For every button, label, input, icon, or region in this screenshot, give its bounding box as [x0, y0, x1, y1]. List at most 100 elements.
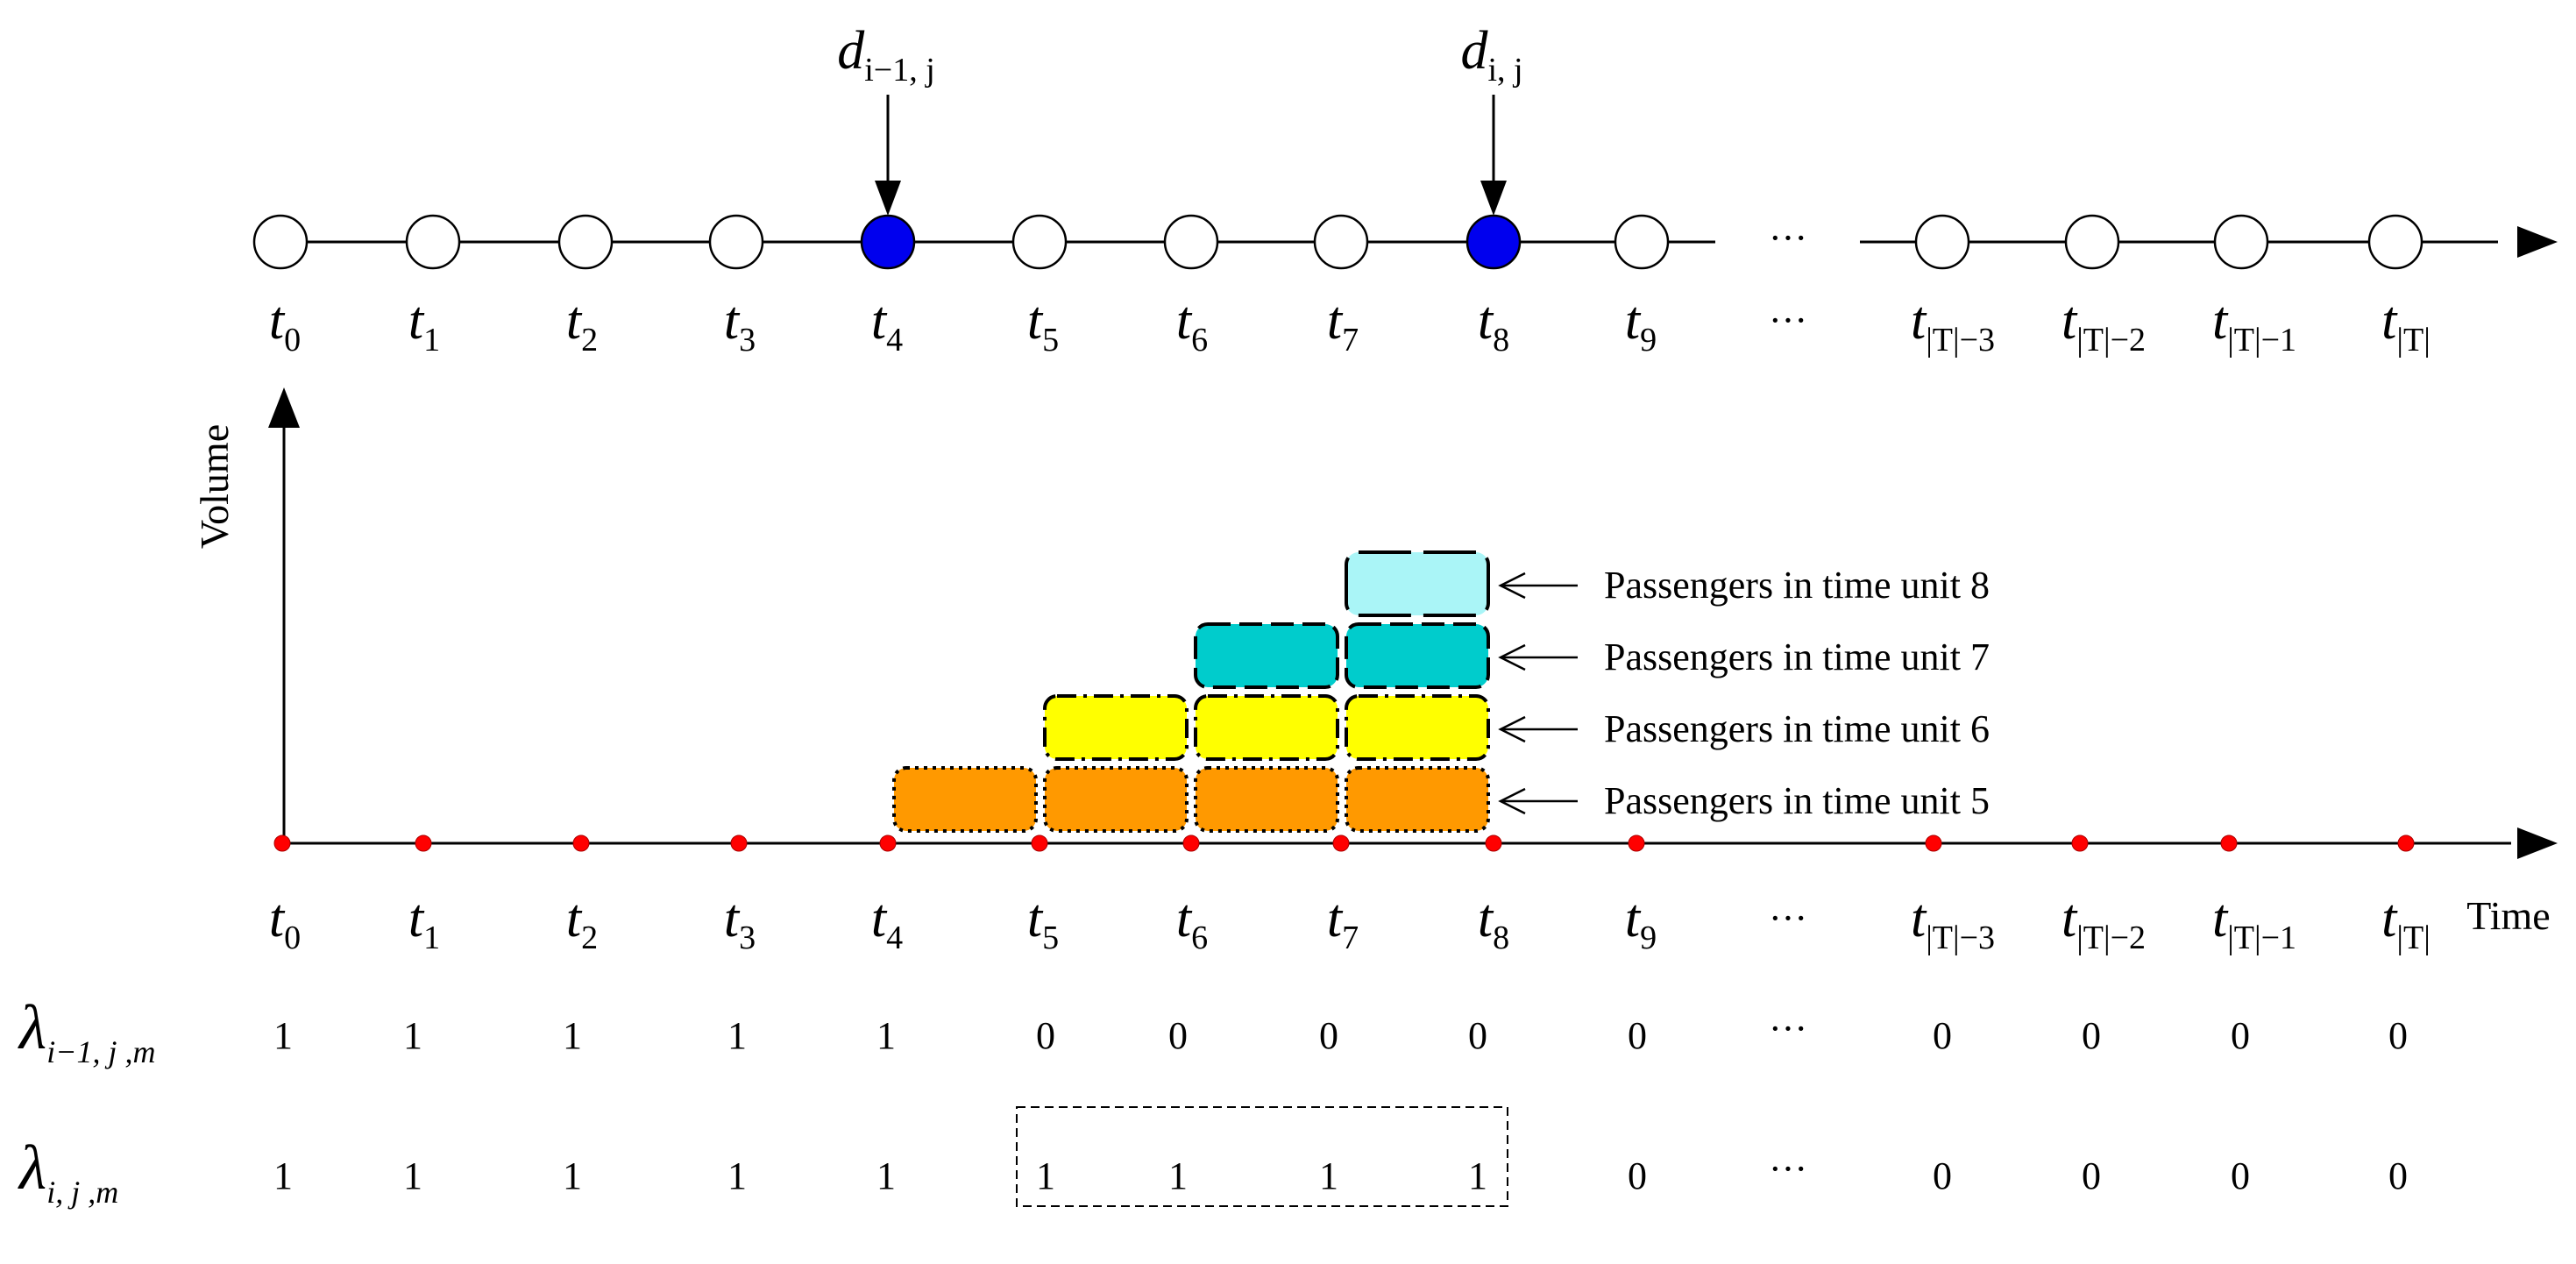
y-axis-label: Volume	[192, 424, 237, 549]
legend-label: Passengers in time unit 5	[1604, 779, 1990, 822]
time-point-dot	[572, 834, 590, 852]
top-time-label: t0	[269, 291, 301, 359]
x-axis-tick-label: t6	[1176, 889, 1208, 956]
time-point-dot	[1485, 834, 1502, 852]
passenger-block	[1194, 622, 1339, 689]
legend-arrowhead	[1498, 715, 1526, 743]
top-node	[405, 214, 461, 270]
lambda-value: 0	[1168, 1014, 1188, 1057]
top-time-label: t3	[724, 291, 756, 359]
lambda-value: 1	[727, 1154, 747, 1197]
lambda-value: 1	[273, 1154, 293, 1197]
top-node	[252, 214, 309, 270]
top-time-label: t|T|−3	[1911, 291, 1995, 359]
lambda-value: 0	[1628, 1014, 1647, 1057]
lambda-value: 1	[563, 1154, 582, 1197]
passenger-legend: Passengers in time unit 5 Passengers in t…	[1498, 564, 1990, 822]
x-axis-label: Time	[2466, 893, 2550, 938]
y-axis-arrowhead	[268, 387, 300, 428]
x-axis-tick-label: t4	[871, 889, 903, 956]
lambda-value: 0	[1319, 1014, 1338, 1057]
lambda-value: 0	[1036, 1014, 1055, 1057]
passenger-blocks	[892, 550, 1490, 833]
top-timeline-nodes	[252, 214, 2423, 270]
time-point-dots	[273, 834, 2415, 852]
top-time-label: t7	[1327, 291, 1359, 359]
x-axis-tick-label: t5	[1027, 889, 1059, 956]
x-axis-tick-label: t7	[1327, 889, 1359, 956]
departure-markers: di−1, j di, j	[837, 21, 1523, 216]
top-time-label: t5	[1027, 291, 1059, 359]
lambda-value: 1	[1036, 1154, 1055, 1197]
time-point-dot	[1031, 834, 1048, 852]
top-node	[1011, 214, 1068, 270]
lambda-value: 1	[1168, 1154, 1188, 1197]
top-node	[2367, 214, 2423, 270]
passenger-block	[1345, 622, 1490, 689]
lambda-value: 0	[2388, 1014, 2408, 1057]
highlight-box	[1016, 1106, 1508, 1207]
time-point-dot	[415, 834, 432, 852]
lambda-value: 0	[1933, 1014, 1952, 1057]
top-time-label: t8	[1478, 291, 1509, 359]
lambda-row-ellipsis: ···	[1769, 1147, 1807, 1190]
time-point-dot	[1332, 834, 1350, 852]
departure-marker-arrowhead	[875, 181, 901, 216]
lambda-value: 0	[2231, 1014, 2250, 1057]
time-point-dot	[730, 834, 748, 852]
time-point-dot	[2071, 834, 2089, 852]
time-point-dot	[1628, 834, 1645, 852]
passenger-block	[1345, 550, 1490, 617]
top-node	[557, 214, 614, 270]
x-axis-tick-label: t|T|−2	[2062, 889, 2146, 956]
top-time-label: t1	[408, 291, 440, 359]
time-point-dot	[2397, 834, 2415, 852]
passenger-block	[892, 766, 1038, 833]
lambda-value: 0	[1628, 1154, 1647, 1197]
top-timeline-ellipsis: ···	[1769, 217, 1807, 259]
lambda-row-ellipsis: ···	[1769, 1007, 1807, 1050]
top-node	[2064, 214, 2120, 270]
lambda-value: 1	[876, 1154, 896, 1197]
top-time-label: t9	[1625, 291, 1657, 359]
lambda-value: 0	[2388, 1154, 2408, 1197]
passenger-block	[1043, 694, 1189, 761]
lambda-value: 1	[403, 1014, 422, 1057]
legend-arrowhead	[1498, 572, 1526, 600]
lambda-value: 0	[1468, 1014, 1487, 1057]
top-timeline-label-ellipsis: ···	[1769, 299, 1807, 342]
lambda-value: 1	[727, 1014, 747, 1057]
x-axis-tick-label: t|T|	[2381, 889, 2431, 956]
departure-marker-label: di, j	[1460, 21, 1522, 89]
passenger-block	[1194, 694, 1339, 761]
time-point-dot	[1182, 834, 1200, 852]
lambda-value: 1	[403, 1154, 422, 1197]
volume-chart: Volume Time Passengers in time unit 5Pas…	[192, 387, 2558, 956]
lambda-value: 1	[1319, 1154, 1338, 1197]
lambda-value: 1	[273, 1014, 293, 1057]
x-axis-tick-label: t3	[724, 889, 756, 956]
departure-marker-label: di−1, j	[837, 21, 935, 89]
x-axis-tick-label: t|T|−3	[1911, 889, 1995, 956]
top-node-filled	[1465, 214, 1522, 270]
lambda-value: 0	[1933, 1154, 1952, 1197]
top-time-label: t|T|−1	[2212, 291, 2296, 359]
top-node	[1914, 214, 1970, 270]
lambda-value: 0	[2231, 1154, 2250, 1197]
top-time-label: t4	[871, 291, 903, 359]
time-point-dot	[1925, 834, 1942, 852]
x-axis-tick-label: t9	[1625, 889, 1657, 956]
passenger-block	[1345, 694, 1490, 761]
legend-arrowhead	[1498, 787, 1526, 815]
lambda-value: 1	[1468, 1154, 1487, 1197]
top-node	[708, 214, 764, 270]
legend-label: Passengers in time unit 7	[1604, 636, 1990, 678]
legend-label: Passengers in time unit 6	[1604, 707, 1990, 750]
top-time-label: t6	[1176, 291, 1208, 359]
top-node-filled	[860, 214, 916, 270]
